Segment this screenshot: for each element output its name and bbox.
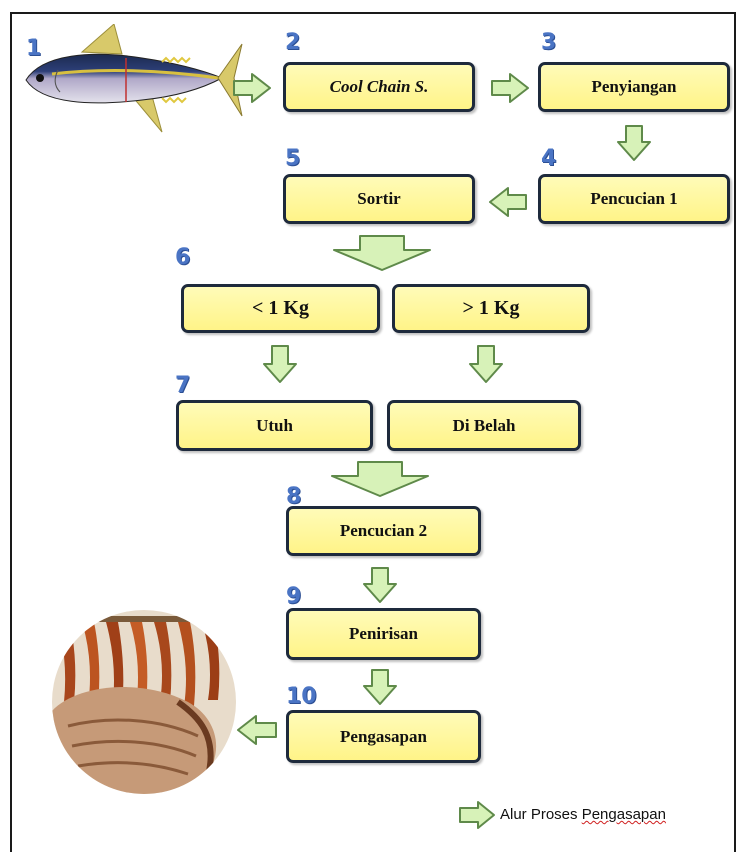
arrow-down-icon bbox=[468, 344, 504, 384]
arrow-down-icon bbox=[616, 124, 652, 162]
step-box-pengasapan: Pengasapan bbox=[286, 710, 481, 763]
arrow-down-icon bbox=[362, 668, 398, 706]
arrow-right-icon bbox=[232, 72, 272, 104]
step-number-1: 1 bbox=[26, 36, 41, 61]
step-box-penyiangan: Penyiangan bbox=[538, 62, 730, 112]
arrow-wide-down-icon bbox=[332, 234, 432, 272]
step-number-2: 2 bbox=[285, 30, 300, 55]
step-box-over-1kg: > 1 Kg bbox=[392, 284, 590, 333]
step-box-under-1kg: < 1 Kg bbox=[181, 284, 380, 333]
step-box-penirisan: Penirisan bbox=[286, 608, 481, 660]
step-box-sortir: Sortir bbox=[283, 174, 475, 224]
step-box-utuh: Utuh bbox=[176, 400, 373, 451]
step-number-8: 8 bbox=[286, 484, 301, 509]
step-box-pencucian-1: Pencucian 1 bbox=[538, 174, 730, 224]
arrow-down-icon bbox=[362, 566, 398, 604]
arrow-left-icon bbox=[236, 714, 278, 746]
smoked-fish-image bbox=[48, 606, 242, 796]
step-number-6: 6 bbox=[175, 245, 190, 270]
legend-label-word: Pengasapan bbox=[582, 806, 666, 823]
step-box-cool-chain: Cool Chain S. bbox=[283, 62, 475, 112]
step-box-di-belah: Di Belah bbox=[387, 400, 581, 451]
legend-label-prefix: Alur Proses bbox=[500, 806, 582, 823]
arrow-down-icon bbox=[262, 344, 298, 384]
step-number-7: 7 bbox=[175, 373, 190, 398]
arrow-wide-down-icon bbox=[330, 460, 430, 498]
step-number-4: 4 bbox=[541, 146, 556, 171]
step-number-10: 10 bbox=[286, 684, 317, 709]
legend-arrow-icon bbox=[458, 800, 496, 830]
arrow-right-icon bbox=[490, 72, 530, 104]
step-number-9: 9 bbox=[286, 584, 301, 609]
step-number-5: 5 bbox=[285, 146, 300, 171]
step-number-3: 3 bbox=[541, 30, 556, 55]
step-box-pencucian-2: Pencucian 2 bbox=[286, 506, 481, 556]
legend-label: Alur Proses Pengasapan bbox=[500, 806, 666, 823]
tuna-fish-image bbox=[22, 24, 244, 136]
arrow-left-icon bbox=[488, 186, 528, 218]
